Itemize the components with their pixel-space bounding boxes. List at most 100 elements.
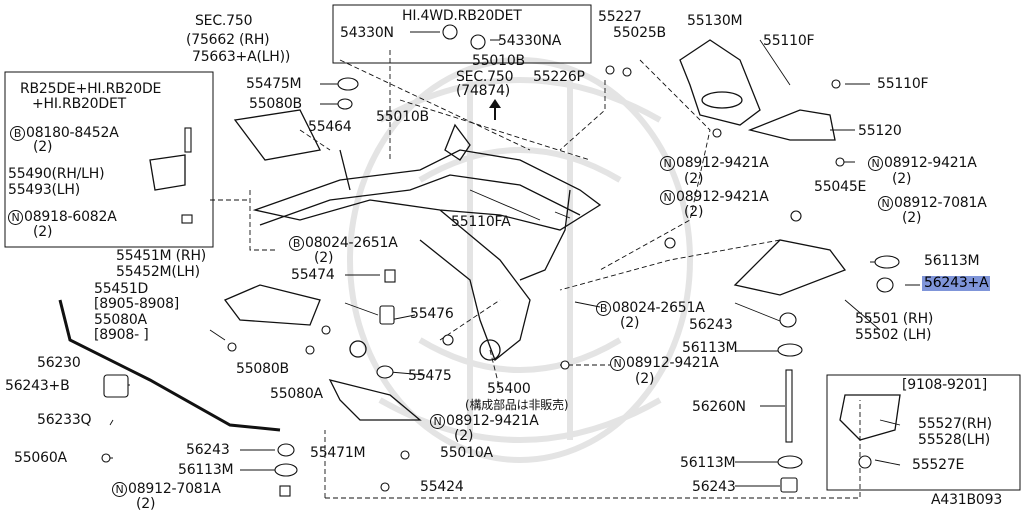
nut-08912-9421a-1-qty: (2) [684,171,704,187]
part-55080a-top[interactable]: 55080A [94,312,147,328]
nut-08912-9421a-5-qty: (2) [454,428,474,444]
part-56113m-right[interactable]: 56113M [924,253,980,269]
box-hi4wd-title: HI.4WD.RB20DET [402,8,522,24]
part-55010b-left[interactable]: 55010B [376,109,429,125]
part-55045e[interactable]: 55045E [814,179,867,195]
part-56243-bottom[interactable]: 56243 [692,479,736,495]
nut-08918-6082a-qty: (2) [33,224,53,240]
part-56243a-highlighted[interactable]: 56243+A [922,275,991,291]
n-symbol-icon: N [868,156,883,171]
watermark-emblem [347,57,693,463]
part-56113m-left[interactable]: 56113M [178,462,234,478]
part-56113m-bottom[interactable]: 56113M [680,455,736,471]
part-55130m[interactable]: 55130M [687,13,743,29]
sec750-ref-line3: 75663+A(LH)) [192,49,291,65]
nut-08912-7081a-left-qty: (2) [136,496,156,510]
part-55120[interactable]: 55120 [858,123,902,139]
part-55471m[interactable]: 55471M [310,445,366,461]
part-55080b-top[interactable]: 55080B [249,96,302,112]
stabilizer-bar [58,299,281,432]
part-55451d[interactable]: 55451D [94,281,149,297]
n-symbol-icon: N [610,356,625,371]
part-54330n[interactable]: 54330N [340,25,394,41]
nut-08912-9421a-3-qty: (2) [684,204,704,220]
part-55490[interactable]: 55490(RH/LH) [8,166,105,182]
part-55475[interactable]: 55475 [408,368,452,384]
part-55080b-bottom[interactable]: 55080B [236,361,289,377]
rear-arms [679,39,901,441]
n-symbol-icon: N [112,482,127,497]
box-outlines [4,4,1021,491]
part-54330na[interactable]: 54330NA [498,33,562,49]
part-55493[interactable]: 55493(LH) [8,182,80,198]
n-symbol-icon: N [660,190,675,205]
part-55025b[interactable]: 55025B [613,25,666,41]
part-55475m[interactable]: 55475M [246,76,302,92]
range-8905-8908: [8905-8908] [94,296,180,312]
part-55451m-rh[interactable]: 55451M (RH) [116,248,207,264]
part-56113m-mid[interactable]: 56113M [682,340,738,356]
range-8908: [8908- ] [94,327,149,343]
part-56243b[interactable]: 56243+B [5,378,70,394]
nut-08912-9421a-4-qty: (2) [635,371,655,387]
sec750-ref-line2: (75662 (RH) [186,32,270,48]
bolt-08180-8452a-qty: (2) [33,139,53,155]
b-symbol-icon: B [596,301,611,316]
part-55080a-bottom[interactable]: 55080A [270,386,323,402]
bushings-and-hardware [101,24,900,497]
nut-08912-7081a-right-qty: (2) [902,210,922,226]
b-symbol-icon: B [10,126,25,141]
part-56243-left[interactable]: 56243 [186,442,230,458]
sec750-arrow-ref-line2: (74874) [456,83,511,99]
part-56233q[interactable]: 56233Q [37,412,92,428]
part-55110fa[interactable]: 55110FA [451,214,511,230]
part-55226p[interactable]: 55226P [533,69,585,85]
part-55474[interactable]: 55474 [291,267,335,283]
part-56230[interactable]: 56230 [37,355,81,371]
box-rb25de-line1: RB25DE+HI.RB20DE [20,81,162,97]
sec750-arrow-ref-line1: SEC.750 [456,69,514,85]
diagram-id: A431B093 [931,492,1003,508]
box-rb25de-line2: +HI.RB20DET [32,96,126,112]
n-symbol-icon: N [430,414,445,429]
n-symbol-icon: N [8,210,23,225]
part-55501-rh[interactable]: 55501 (RH) [855,311,934,327]
part-55227[interactable]: 55227 [598,9,642,25]
part-55060a[interactable]: 55060A [14,450,67,466]
part-55110f-top[interactable]: 55110F [763,33,815,49]
part-55424[interactable]: 55424 [420,479,464,495]
part-55502-lh[interactable]: 55502 (LH) [855,327,932,343]
part-56260n[interactable]: 56260N [692,399,746,415]
part-55528-lh[interactable]: 55528(LH) [918,432,990,448]
part-55527e[interactable]: 55527E [912,457,965,473]
n-symbol-icon: N [660,156,675,171]
bolt-08024-2651a-2-qty: (2) [620,315,640,331]
part-55476[interactable]: 55476 [410,306,454,322]
part-55452m-lh[interactable]: 55452M(LH) [116,264,200,280]
part-55010b-top[interactable]: 55010B [472,53,525,69]
part-55110f-right[interactable]: 55110F [877,76,929,92]
part-55527-rh[interactable]: 55527(RH) [918,416,992,432]
nut-08912-9421a-2-qty: (2) [892,171,912,187]
part-55010a[interactable]: 55010A [440,445,493,461]
part-55400-note: (構成部品は非販売) [465,398,569,412]
arrow [489,99,501,120]
part-55400[interactable]: 55400 [487,381,531,397]
subframe-crossmember [149,109,602,421]
n-symbol-icon: N [878,196,893,211]
part-55464[interactable]: 55464 [308,119,352,135]
part-56243-mid[interactable]: 56243 [689,317,733,333]
